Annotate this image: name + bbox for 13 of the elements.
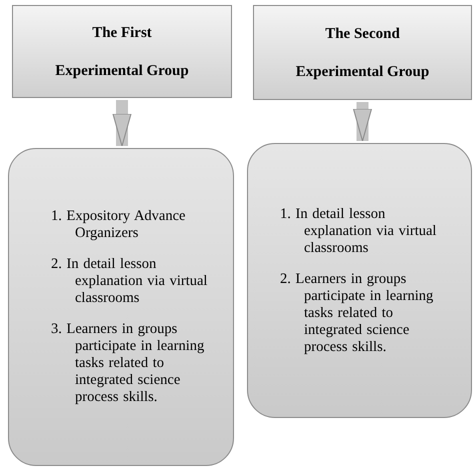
- numbered-list-item: 2. In detail lesson explanation via virtual classrooms: [51, 256, 208, 307]
- numbered-list-item: 1. In detail lesson explanation via virtual classrooms: [280, 206, 438, 256]
- numbered-list-item: 3. Learners in groups participate in learning tasks related to integrated science process skills.: [51, 321, 206, 406]
- rounded-content-box: [247, 143, 472, 418]
- group-title: The First Experimental Group: [54, 24, 190, 80]
- numbered-list-item: 2. Learners in groups participate in learning tasks related to integrated science process skills.: [280, 270, 434, 356]
- block-arrow: [353, 102, 372, 142]
- group-title: The Second Experimental Group: [294, 24, 430, 82]
- group-header-box: [12, 5, 232, 98]
- rounded-content-box: [8, 148, 234, 466]
- group-header-box: [253, 5, 472, 100]
- numbered-list-item: 1. Expository Advance Organizers: [51, 208, 186, 242]
- block-arrow: [112, 100, 132, 146]
